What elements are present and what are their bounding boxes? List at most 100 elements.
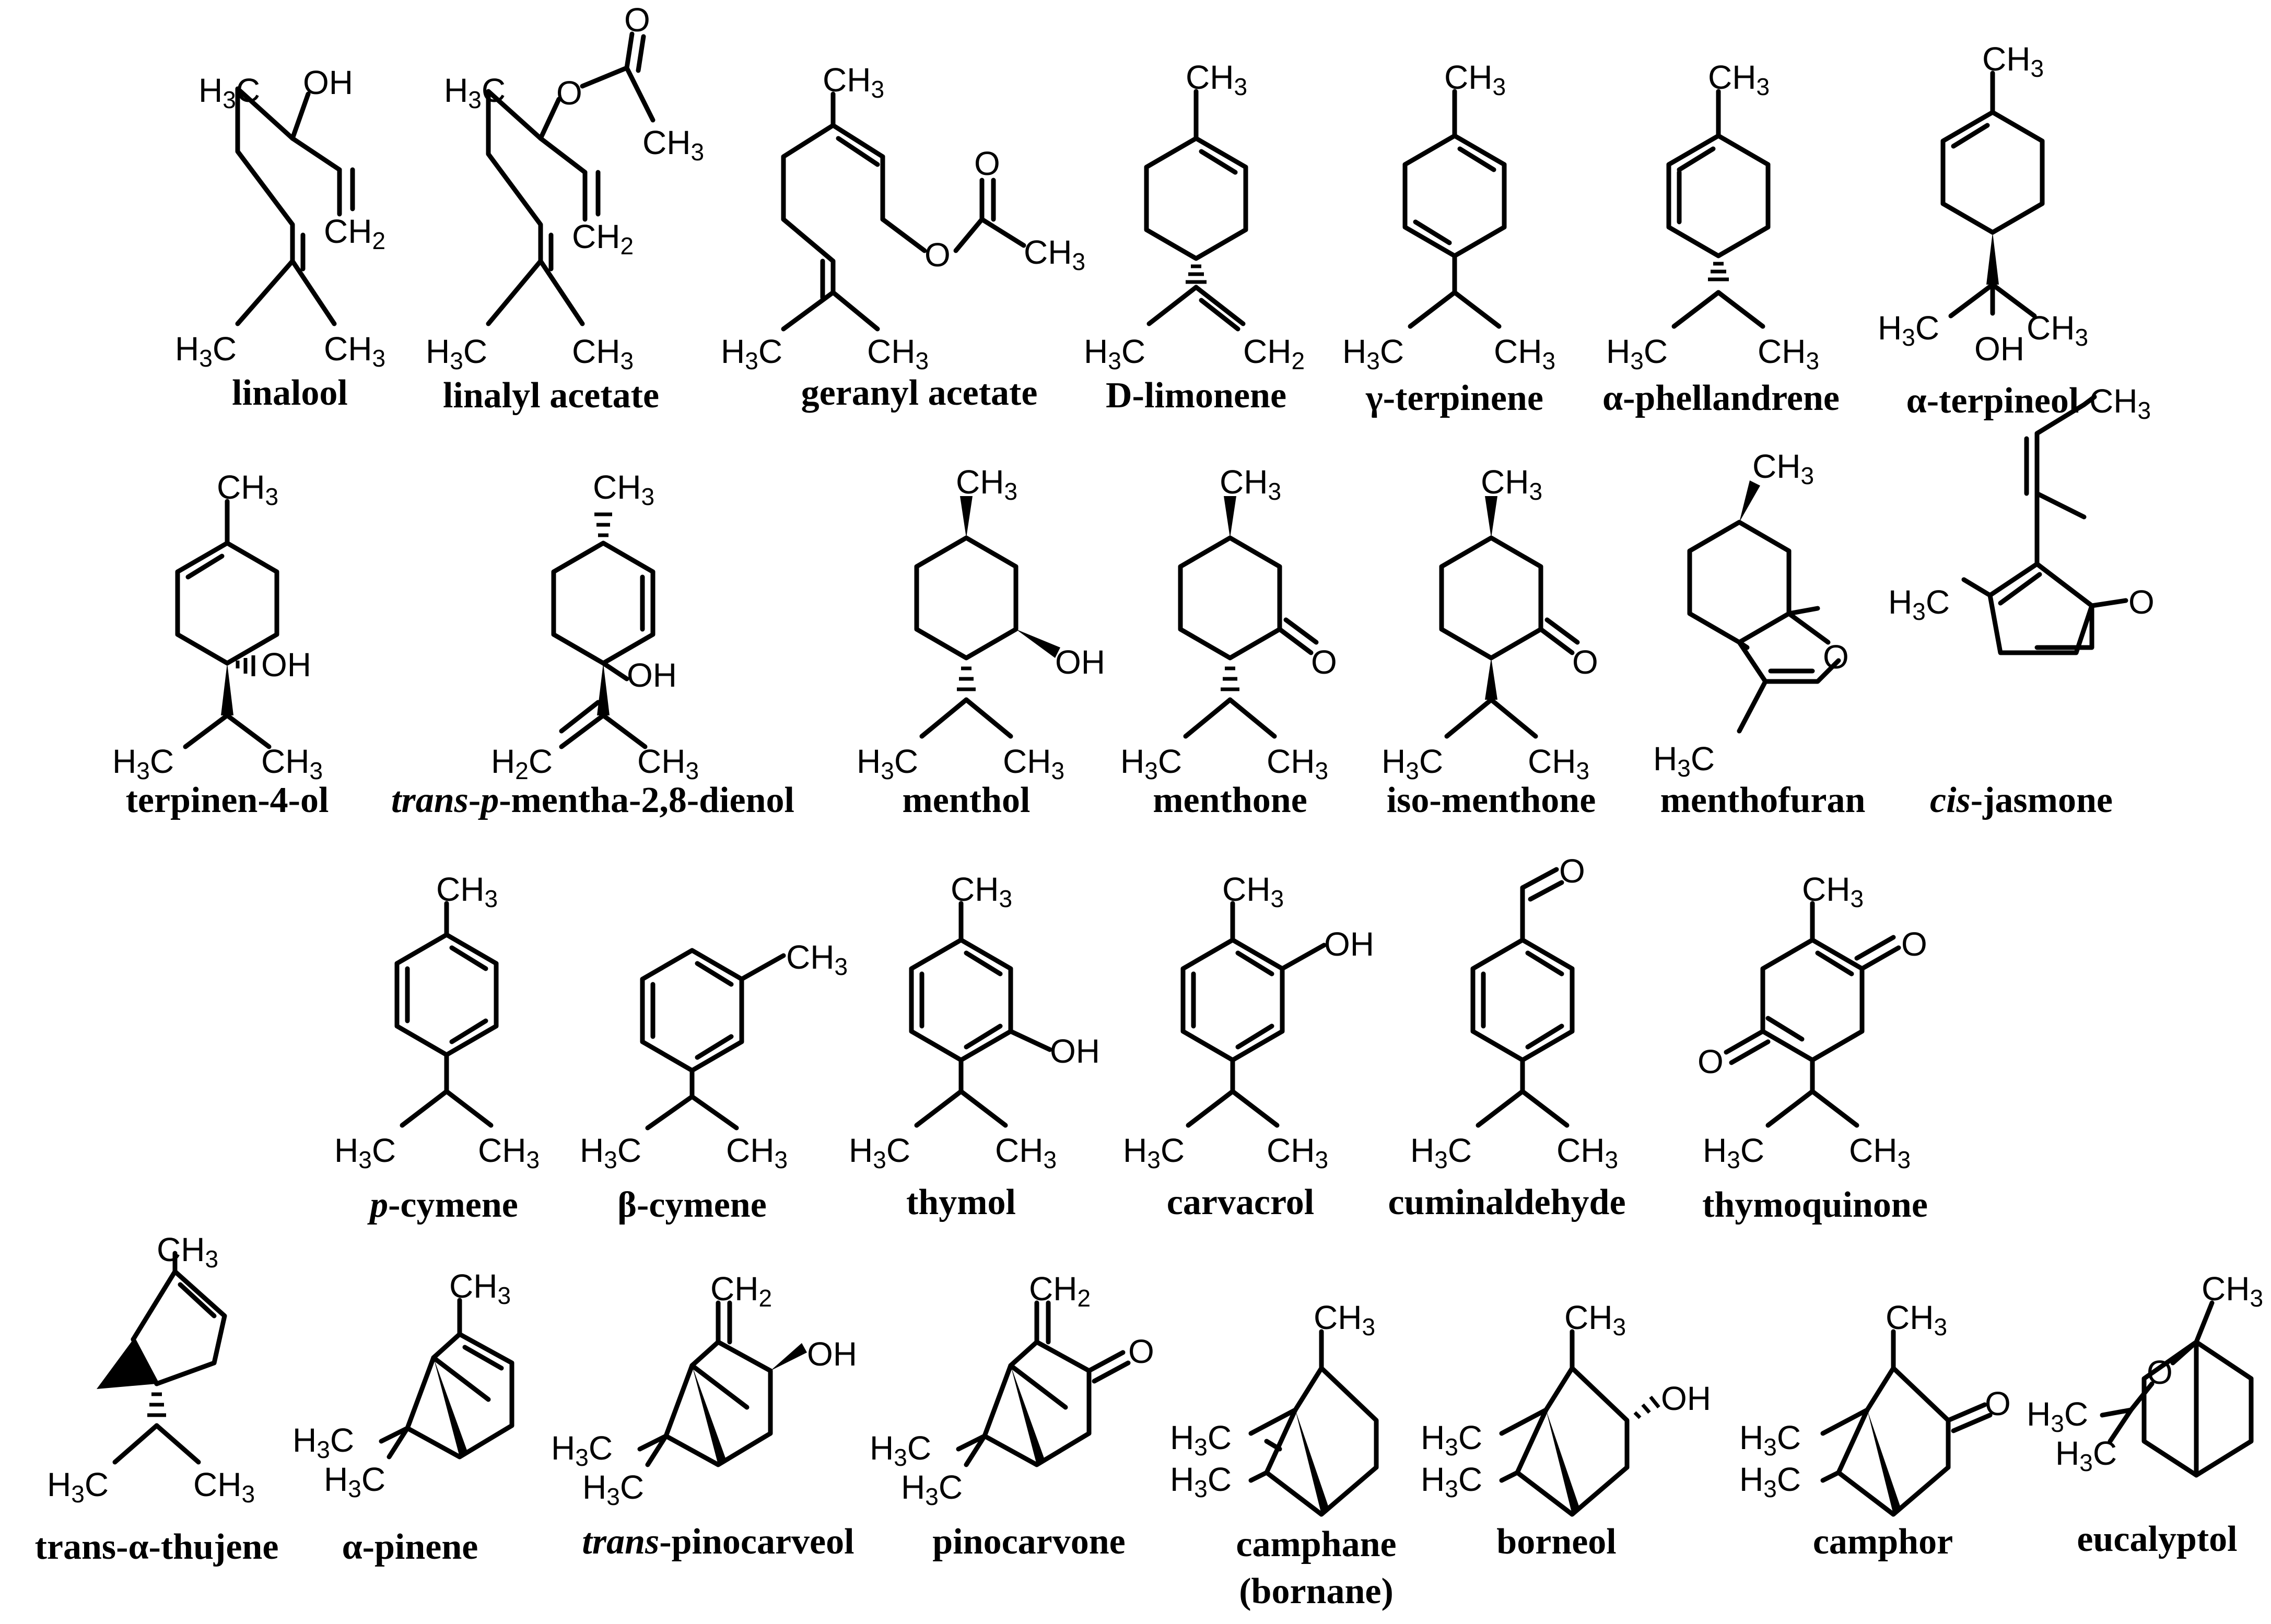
svg-text:CH3: CH3 bbox=[1708, 58, 1770, 100]
label-trans-p-mentha-dienol: trans-p-mentha-2,8-dienol bbox=[391, 780, 794, 820]
svg-text:CH3: CH3 bbox=[1003, 743, 1064, 784]
svg-text:H3C: H3C bbox=[1382, 743, 1443, 784]
label-trans-alpha-thujene: trans-α-thujene bbox=[35, 1527, 279, 1567]
svg-text:H3C: H3C bbox=[47, 1466, 109, 1508]
label-iso-menthone: iso-menthone bbox=[1387, 780, 1596, 820]
label-linalyl-acetate: linalyl acetate bbox=[443, 375, 659, 416]
svg-text:O: O bbox=[1823, 638, 1849, 676]
label-cis-jasmone: cis-jasmone bbox=[1930, 780, 2113, 820]
structure-d-limonene: CH3 H3C CH2 bbox=[1084, 58, 1305, 374]
svg-text:H3C: H3C bbox=[1878, 309, 1939, 351]
structure-alpha-terpineol: CH3 H3C CH3 OH bbox=[1878, 40, 2088, 368]
structure-geranyl-acetate: CH3 O O CH3 H3C CH3 bbox=[721, 61, 1085, 374]
svg-text:H3C: H3C bbox=[1342, 333, 1404, 374]
svg-text:CH3: CH3 bbox=[1267, 743, 1328, 784]
svg-text:H3C: H3C bbox=[1120, 743, 1182, 784]
svg-text:CH3: CH3 bbox=[1849, 1132, 1911, 1173]
label-pinocarvone: pinocarvone bbox=[932, 1522, 1125, 1562]
label-cuminaldehyde: cuminaldehyde bbox=[1388, 1182, 1625, 1222]
svg-text:CH3: CH3 bbox=[2089, 382, 2151, 424]
svg-text:OH: OH bbox=[807, 1335, 857, 1373]
label-p-cymene: p-cymene bbox=[367, 1185, 518, 1225]
label-terpinen-4-ol: terpinen-4-ol bbox=[126, 780, 329, 820]
structure-carvacrol: CH3 OH H3C CH3 bbox=[1123, 870, 1374, 1173]
label-gamma-terpinene: γ-terpinene bbox=[1365, 378, 1543, 418]
svg-text:CH3: CH3 bbox=[995, 1132, 1057, 1173]
structure-gamma-terpinene: CH3 H3C CH3 bbox=[1342, 58, 1555, 374]
svg-text:CH3: CH3 bbox=[261, 743, 323, 784]
svg-text:CH3: CH3 bbox=[324, 330, 385, 372]
svg-text:O: O bbox=[974, 145, 1000, 182]
label-alpha-terpineol: α-terpineol bbox=[1906, 381, 2079, 421]
structure-alpha-pinene: CH3 H3C H3C bbox=[292, 1267, 514, 1502]
svg-text:H3C: H3C bbox=[2055, 1434, 2117, 1476]
svg-text:CH3: CH3 bbox=[642, 124, 704, 166]
svg-text:OH: OH bbox=[1661, 1380, 1711, 1417]
svg-text:O: O bbox=[2147, 1354, 2173, 1391]
svg-text:CH3: CH3 bbox=[1802, 870, 1864, 912]
svg-text:OH: OH bbox=[261, 646, 311, 684]
structure-alpha-phellandrene: CH3 H3C CH3 bbox=[1606, 58, 1819, 374]
svg-text:CH2: CH2 bbox=[1029, 1270, 1091, 1312]
svg-text:H3C: H3C bbox=[901, 1468, 963, 1510]
svg-text:H3C: H3C bbox=[1410, 1132, 1472, 1173]
structure-menthone: CH3 O H3C CH3 bbox=[1120, 463, 1337, 784]
label-beta-cymene: β-cymene bbox=[617, 1185, 767, 1225]
structure-cis-jasmone: CH3 O H3C bbox=[1888, 382, 2155, 655]
svg-text:OH: OH bbox=[627, 656, 677, 694]
svg-text:O: O bbox=[1901, 925, 1927, 963]
svg-text:H3C: H3C bbox=[198, 72, 260, 113]
svg-text:O: O bbox=[2128, 583, 2155, 621]
svg-text:H3C: H3C bbox=[292, 1421, 354, 1463]
svg-text:CH3: CH3 bbox=[478, 1132, 540, 1173]
svg-text:CH3: CH3 bbox=[1186, 58, 1247, 100]
svg-text:CH3: CH3 bbox=[217, 468, 278, 510]
label-carvacrol: carvacrol bbox=[1167, 1182, 1314, 1222]
svg-text:CH3: CH3 bbox=[1444, 58, 1506, 100]
structure-borneol: CH3 OH H3C H3C bbox=[1421, 1299, 1711, 1517]
svg-text:H2C: H2C bbox=[491, 743, 553, 784]
svg-text:H3C: H3C bbox=[1170, 1461, 1232, 1502]
svg-text:OH: OH bbox=[1324, 925, 1374, 963]
structure-beta-cymene: CH3 H3C CH3 bbox=[580, 938, 848, 1173]
structure-trans-alpha-thujene: CH3 H3C CH3 bbox=[47, 1231, 255, 1508]
svg-text:CH3: CH3 bbox=[726, 1132, 788, 1173]
svg-text:H3C: H3C bbox=[721, 333, 782, 374]
svg-text:H3C: H3C bbox=[444, 72, 506, 113]
svg-text:CH3: CH3 bbox=[1220, 463, 1281, 505]
structure-iso-menthone: CH3 O H3C CH3 bbox=[1382, 463, 1598, 784]
svg-text:CH3: CH3 bbox=[1481, 463, 1542, 505]
svg-text:CH3: CH3 bbox=[436, 870, 498, 912]
structure-thymoquinone: CH3 O O H3C CH3 bbox=[1698, 870, 1927, 1173]
svg-text:H3C: H3C bbox=[2027, 1395, 2088, 1437]
svg-text:CH3: CH3 bbox=[867, 333, 929, 374]
svg-text:CH3: CH3 bbox=[786, 938, 848, 980]
label-menthofuran: menthofuran bbox=[1660, 780, 1866, 820]
svg-text:H3C: H3C bbox=[582, 1468, 644, 1510]
svg-text:H3C: H3C bbox=[1123, 1132, 1185, 1173]
svg-text:H3C: H3C bbox=[1653, 740, 1715, 782]
svg-text:CH3: CH3 bbox=[1267, 1132, 1328, 1173]
svg-text:O: O bbox=[1985, 1385, 2011, 1422]
label-thymoquinone: thymoquinone bbox=[1702, 1185, 1928, 1225]
label-trans-pinocarveol: trans-pinocarveol bbox=[582, 1522, 854, 1562]
svg-text:H3C: H3C bbox=[1606, 333, 1668, 374]
svg-text:H3C: H3C bbox=[1888, 583, 1950, 625]
label-linalool: linalool bbox=[232, 373, 348, 413]
svg-text:CH3: CH3 bbox=[1222, 870, 1284, 912]
svg-text:O: O bbox=[1559, 852, 1585, 890]
svg-text:O: O bbox=[556, 74, 582, 112]
svg-text:CH3: CH3 bbox=[1528, 743, 1589, 784]
svg-text:CH3: CH3 bbox=[593, 468, 654, 510]
svg-text:CH3: CH3 bbox=[1886, 1299, 1947, 1340]
svg-text:OH: OH bbox=[303, 64, 353, 101]
svg-text:CH3: CH3 bbox=[157, 1231, 218, 1273]
svg-text:H3C: H3C bbox=[1739, 1461, 1801, 1502]
structure-trans-p-mentha-dienol: CH3 OH H2C CH3 bbox=[491, 468, 699, 784]
svg-text:CH3: CH3 bbox=[951, 870, 1012, 912]
label-menthol: menthol bbox=[903, 780, 1031, 820]
structure-trans-pinocarveol: CH2 OH H3C H3C bbox=[551, 1270, 857, 1510]
svg-text:CH3: CH3 bbox=[823, 61, 884, 103]
svg-text:H3C: H3C bbox=[112, 743, 174, 784]
